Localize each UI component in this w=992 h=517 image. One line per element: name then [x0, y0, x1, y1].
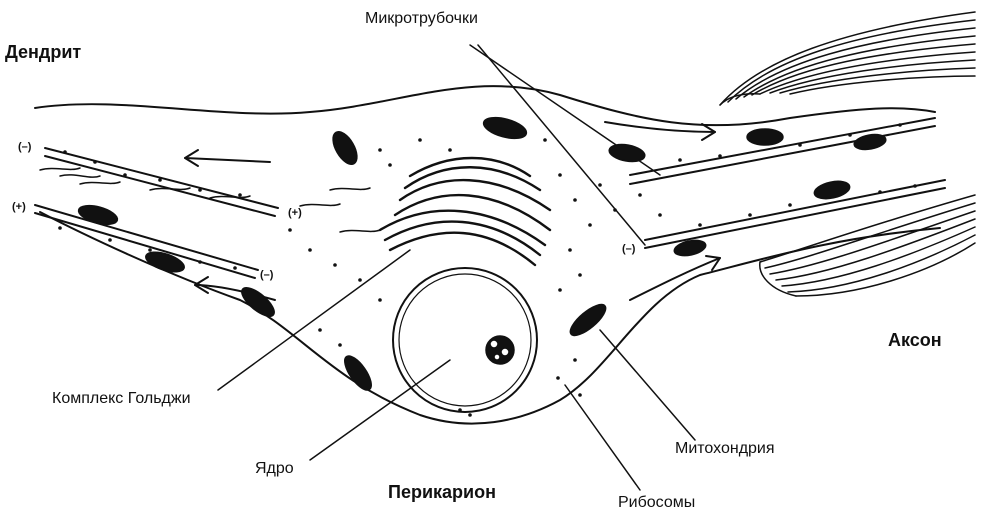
nucleus-outer: [393, 268, 537, 412]
marker-plus: (+): [288, 207, 302, 219]
microtubule-axon-upper: [630, 118, 935, 184]
mitochondrion: [747, 129, 783, 145]
mitochondrion: [608, 142, 646, 164]
marker-minus: (–): [18, 141, 32, 153]
microtubule-dendrite-upper: [45, 148, 278, 216]
mitochondrion: [481, 114, 528, 143]
mitochondrion: [813, 178, 852, 201]
pointer-golgi: [218, 250, 410, 390]
arrow-axon-lower: [630, 258, 720, 300]
mitochondria-group: [77, 114, 887, 394]
label-perikaryon: Перикарион: [388, 482, 496, 503]
mitochondrion: [853, 132, 887, 151]
pointer-ribosomes: [565, 385, 640, 490]
myelin-sheath-upper: [720, 12, 975, 105]
label-dendrite: Дендрит: [5, 42, 81, 63]
mitochondrion: [340, 352, 376, 394]
microtubule-dendrite-lower: [35, 205, 258, 278]
marker-plus: (+): [12, 201, 26, 213]
pointer-nucleus: [310, 360, 450, 460]
label-golgi: Комплекс Гольджи: [52, 390, 191, 408]
arrow-axon-upper: [605, 122, 715, 132]
label-nucleus: Ядро: [255, 460, 294, 478]
marker-minus: (–): [622, 243, 636, 255]
golgi-complex: [380, 158, 550, 265]
mitochondrion: [328, 128, 362, 168]
microtubule-axon-lower: [645, 180, 945, 248]
label-ribosomes: Рибосомы: [618, 494, 695, 512]
label-microtubules: Микротрубочки: [365, 10, 478, 28]
nucleus-inner: [399, 274, 531, 406]
label-mitochondria: Митохондрия: [675, 440, 775, 458]
marker-minus: (–): [260, 269, 274, 281]
pointer-mitochondria: [600, 330, 695, 440]
nucleolus: [486, 336, 514, 364]
arrow-dendrite-upper: [185, 158, 270, 162]
label-axon: Аксон: [888, 330, 942, 351]
